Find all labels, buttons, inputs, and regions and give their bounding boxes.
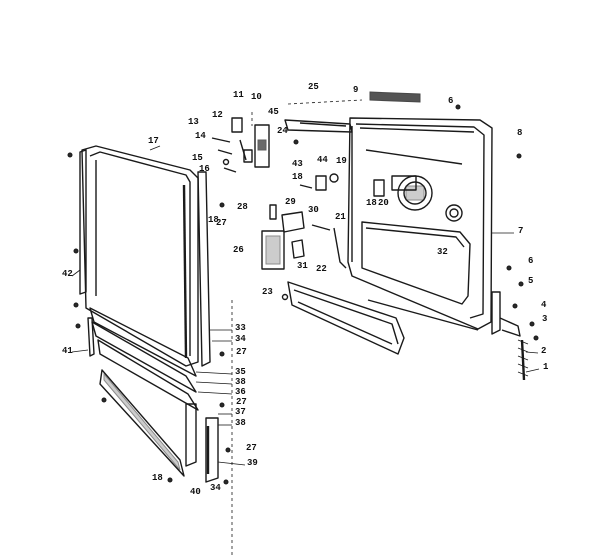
- hinge-spring: [491, 291, 529, 381]
- part-label-17: 17: [148, 136, 159, 146]
- part-label-38a: 38: [235, 377, 246, 387]
- part-label-21: 21: [335, 212, 346, 222]
- part-label-40: 40: [190, 487, 201, 497]
- part-label-30: 30: [308, 205, 319, 215]
- part-label-7: 7: [518, 226, 523, 236]
- part-label-27b: 27: [236, 347, 247, 357]
- top-vent-strip: [284, 91, 421, 133]
- part-label-38b: 38: [235, 418, 246, 428]
- part-label-8: 8: [517, 128, 522, 138]
- door-latch-parts: [211, 117, 270, 173]
- part-label-34a: 34: [235, 334, 246, 344]
- screws: [67, 104, 539, 485]
- part-label-1: 1: [543, 362, 549, 372]
- part-label-3: 3: [542, 314, 547, 324]
- outer-door-panel: [347, 117, 493, 331]
- lower-access-panel: [281, 281, 405, 355]
- control-knob-parts: [299, 173, 385, 197]
- lower-trim-assembly: [87, 307, 219, 483]
- part-label-23: 23: [262, 287, 273, 297]
- part-label-5: 5: [528, 276, 533, 286]
- part-label-27a: 27: [216, 218, 227, 228]
- part-label-33: 33: [235, 323, 246, 333]
- part-label-39: 39: [247, 458, 258, 468]
- part-label-35: 35: [235, 367, 246, 377]
- switch-bracket-parts: [261, 204, 347, 270]
- part-label-45: 45: [268, 107, 279, 117]
- leader-lines: [71, 112, 540, 556]
- part-number-labels: 1234566789101112131415161718181818192021…: [62, 82, 549, 497]
- part-label-18b: 18: [208, 215, 219, 225]
- part-label-18a: 18: [292, 172, 303, 182]
- part-label-6b: 6: [528, 256, 533, 266]
- part-label-34b: 34: [210, 483, 221, 493]
- part-label-44: 44: [317, 155, 328, 165]
- part-label-10: 10: [251, 92, 262, 102]
- inner-door-panel: [81, 145, 199, 367]
- part-label-18d: 18: [152, 473, 163, 483]
- part-label-20: 20: [378, 198, 389, 208]
- part-label-13: 13: [188, 117, 199, 127]
- part-label-22: 22: [316, 264, 327, 274]
- part-label-6a: 6: [448, 96, 453, 106]
- part-label-9: 9: [353, 85, 358, 95]
- part-label-37: 37: [235, 407, 246, 417]
- part-label-27d: 27: [246, 443, 257, 453]
- rinse-aid-cap: [445, 204, 463, 222]
- part-label-4: 4: [541, 300, 547, 310]
- part-label-31: 31: [297, 261, 308, 271]
- part-label-36: 36: [235, 387, 246, 397]
- part-label-26: 26: [233, 245, 244, 255]
- part-label-12: 12: [212, 110, 223, 120]
- part-label-19: 19: [336, 156, 347, 166]
- part-label-42: 42: [62, 269, 73, 279]
- detergent-dispenser: [391, 175, 433, 211]
- part-label-16: 16: [199, 164, 210, 174]
- part-label-29: 29: [285, 197, 296, 207]
- part-label-41: 41: [62, 346, 73, 356]
- part-label-2: 2: [541, 346, 546, 356]
- part-label-43: 43: [292, 159, 303, 169]
- door-side-strips: [79, 149, 211, 367]
- part-label-15: 15: [192, 153, 203, 163]
- part-label-32: 32: [437, 247, 448, 257]
- part-label-11: 11: [233, 90, 244, 100]
- part-label-18c: 18: [366, 198, 377, 208]
- part-label-25: 25: [308, 82, 319, 92]
- part-label-27c: 27: [236, 397, 247, 407]
- part-label-14: 14: [195, 131, 206, 141]
- part-label-24: 24: [277, 126, 288, 136]
- part-label-28: 28: [237, 202, 248, 212]
